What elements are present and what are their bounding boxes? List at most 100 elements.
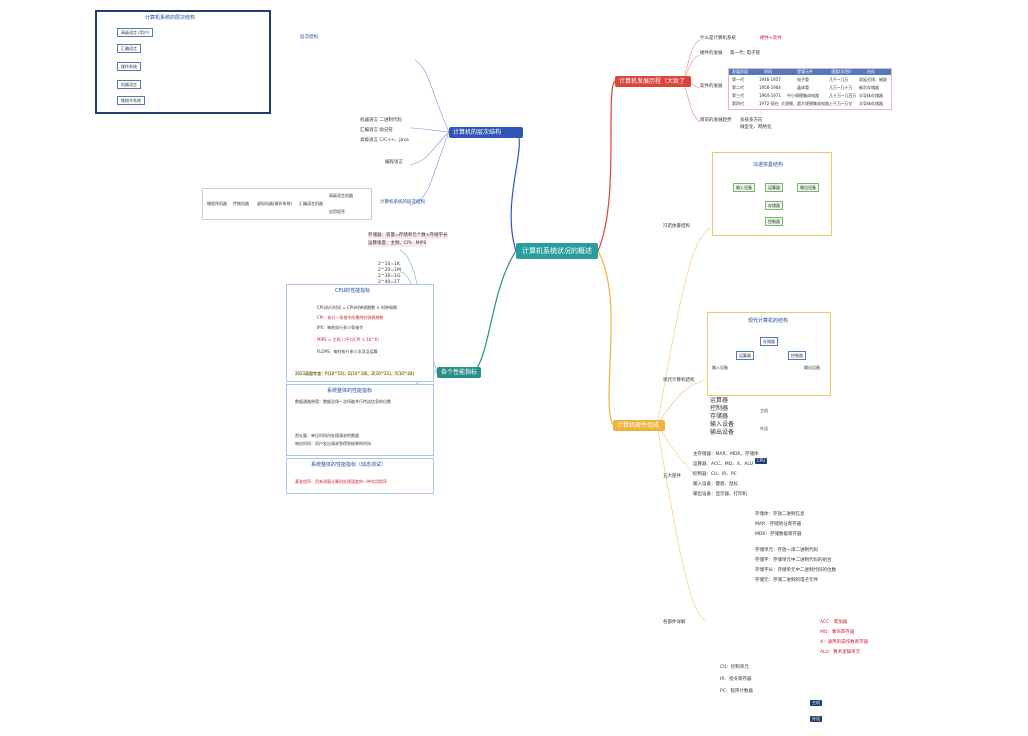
teal-chip-2: 运算速度：主频、CPI、MIPS [368, 241, 427, 247]
history-table: 发展阶段 时间 逻辑元件 速度(次/秒) 内存 第一代 1946-1957 电子… [728, 68, 892, 110]
connector-red [597, 80, 616, 252]
cpu-line-2: CPI：执行一条指令所需的时钟周期数 [317, 315, 384, 320]
gold-item-2[interactable]: 现代计算机结构 [663, 378, 695, 383]
system-panel-title: 系统整体的性能指标 [327, 388, 373, 394]
detail-1: 存储体：存放二进制信息 [755, 512, 805, 517]
teal-chip-4: 2^20=1M [378, 268, 401, 273]
teal-chip-1: 存储器：容量=存储单元个数×存储字长 [368, 233, 448, 239]
gold-chip-alu: 运算器：ACC、MQ、X、ALU [693, 462, 753, 467]
level-5: 微指令系统 [117, 96, 145, 105]
level-1: 高级语言 (用户) [117, 28, 154, 37]
vn-memory: 存储器 [765, 201, 783, 210]
detail-5: 存储字：存储单元中二进制代码的组合 [755, 558, 832, 563]
td-2-1: 1964-1971 [759, 93, 781, 98]
red-item-1[interactable]: 什么是计算机系统 [700, 36, 736, 41]
part-memory: 存储器 [710, 413, 729, 420]
td-1-0: 第二代 [732, 85, 744, 90]
td-0-1: 1946-1957 [759, 77, 781, 82]
td-3-2: 大规模、超大规模集成电路 [781, 101, 829, 106]
branch-hardware[interactable]: 计算机硬件组成 [613, 420, 665, 431]
td-2-0: 第三代 [732, 93, 744, 98]
cpu-line-1: CPU执行时间 = CPU时钟周期数 × 时钟周期 [317, 305, 398, 310]
td-2-2: 中小规模集成电路 [787, 93, 819, 98]
teal-chip-6: 2^40=1T [378, 280, 400, 285]
cpu-panel-title: CPU的性能指标 [335, 288, 371, 294]
vn-alu: 运算器 [765, 183, 783, 192]
cpu-footer: 2023真题考查：P(10^15)、E(10^18)、Z(10^21)、Y(10… [295, 371, 414, 376]
blue-item-2[interactable]: 编程语言 [385, 160, 403, 165]
flow-level-4: 汇编语言机器 [299, 201, 323, 206]
cpu-line-3: IPS：每秒执行多少条指令 [317, 325, 364, 330]
history-table-header [729, 69, 891, 75]
detail-13: IR：指令寄存器 [720, 677, 752, 682]
sys-line-2: 吞吐量：单位时间内处理请求的数量 [295, 433, 359, 438]
flow-level-5: 高级语言机器 [329, 193, 353, 198]
tag-host: 主机 [810, 700, 822, 706]
central-topic[interactable]: 计算机系统状况的概述 [516, 243, 598, 259]
connector-blue [510, 131, 520, 252]
td-1-3: 几万~几十万 [829, 85, 853, 90]
th-speed: 速度(次/秒) [831, 69, 852, 74]
teal-chip-3: 2^10=1K [378, 262, 400, 267]
gold-chip-control: 控制器：CU、IR、PC [693, 472, 737, 477]
five-parts: 运算器 控制器 存储器 输入设备 输出设备 主机 外设 [710, 398, 794, 442]
branch-history[interactable]: 计算机发展历程（大致了解即可） [615, 76, 691, 96]
detail-2: MAR：存储地址寄存器 [755, 522, 802, 527]
modern-memory: 存储器 [760, 337, 778, 346]
td-0-4: 汞延迟线、磁鼓 [859, 77, 887, 82]
detail-7: 存储元：存储二进制的电子元件 [755, 578, 818, 583]
red-chip-1: 硬件+软件 [760, 36, 782, 41]
branch-hierarchy[interactable]: 计算机的层次结构 [449, 127, 523, 138]
td-1-4: 磁芯存储器 [859, 85, 879, 90]
th-element: 逻辑元件 [797, 69, 813, 74]
vonneumann-title: 冯诺依曼结构 [753, 162, 784, 168]
level-3: 操作系统 [117, 62, 141, 71]
td-0-3: 几千~几万 [829, 77, 849, 82]
detail-14: PC：程序计数器 [720, 689, 753, 694]
level-4: 机器语言 [117, 80, 141, 89]
cpu-line-5: FLOPS：每秒执行多少次浮点运算 [317, 349, 378, 354]
vn-control: 控制器 [765, 217, 783, 226]
blue-item-4[interactable]: 计算机系统的层次结构 [380, 200, 425, 205]
detail-3: MDR：存储数据寄存器 [755, 532, 802, 537]
blue-chip-1: 机器语言 二进制代码 [360, 118, 402, 123]
flow-level-3: 虚拟机器(操作系统) [257, 201, 293, 206]
benchmark-panel-title: 系统整体的性能指标（动态测试） [311, 462, 387, 468]
detail-10: X：通用的操作数寄存器 [820, 640, 869, 645]
red-item-4[interactable]: 目前的发展趋势 [700, 118, 732, 123]
red-chip-2: 第一代: 电子管 [730, 51, 760, 56]
branch-performance[interactable]: 各个性能指标 [437, 367, 481, 378]
part-output: 输出设备 [710, 429, 735, 436]
tag-peripheral: 外设 [810, 716, 822, 722]
red-item-2[interactable]: 硬件的发展 [700, 51, 723, 56]
td-0-0: 第一代 [732, 77, 744, 82]
blue-item-1[interactable]: 层次结构 [300, 35, 318, 40]
levels-flow: 微程序机器 传统机器 虚拟机器(操作系统) 汇编语言机器 高级语言机器 应用程序 [202, 188, 372, 220]
modern-control: 控制器 [788, 351, 806, 360]
badge-host: 主机 [760, 408, 768, 413]
flow-level-2: 传统机器 [233, 201, 249, 206]
sys-line-3: 响应时间：用户发出请求到得到结果的时间 [295, 441, 371, 446]
red-item-3[interactable]: 软件的发展 [700, 84, 723, 89]
td-3-0: 第四代 [732, 101, 744, 106]
td-0-2: 电子管 [797, 77, 809, 82]
modern-input: 输入设备 [712, 365, 728, 370]
badge-peripheral: 外设 [760, 426, 768, 431]
th-time: 时间 [764, 69, 772, 74]
benchmark-panel: 系统整体的性能指标（动态测试） 基准程序：用来测量计算机处理速度的一种实用程序 [286, 458, 434, 494]
gold-item-1[interactable]: 冯诺依曼结构 [663, 224, 690, 229]
th-stage: 发展阶段 [732, 69, 748, 74]
blue-chip-2: 汇编语言 助记符 [360, 128, 393, 133]
gold-chip-output: 输出设备：显示器、打印机 [693, 492, 747, 497]
td-3-3: 上千万~万亿 [829, 101, 853, 106]
detail-12: CU：控制单元 [720, 665, 749, 670]
vn-output: 输出设备 [797, 183, 819, 192]
td-3-4: 半导体存储器 [859, 101, 883, 106]
red-trend-2: 微型化、网络化 [740, 125, 772, 130]
connector-teal [472, 250, 517, 373]
gold-item-4[interactable]: 各部件详解 [663, 620, 686, 625]
gold-chip-input: 输入设备：键盘、鼠标 [693, 482, 738, 487]
gold-item-3[interactable]: 五大部件 [663, 474, 681, 479]
detail-4: 存储单元：存放一串二进制代码 [755, 548, 818, 553]
blue-chip-3: 高级语言 C/C++、Java [360, 138, 409, 143]
